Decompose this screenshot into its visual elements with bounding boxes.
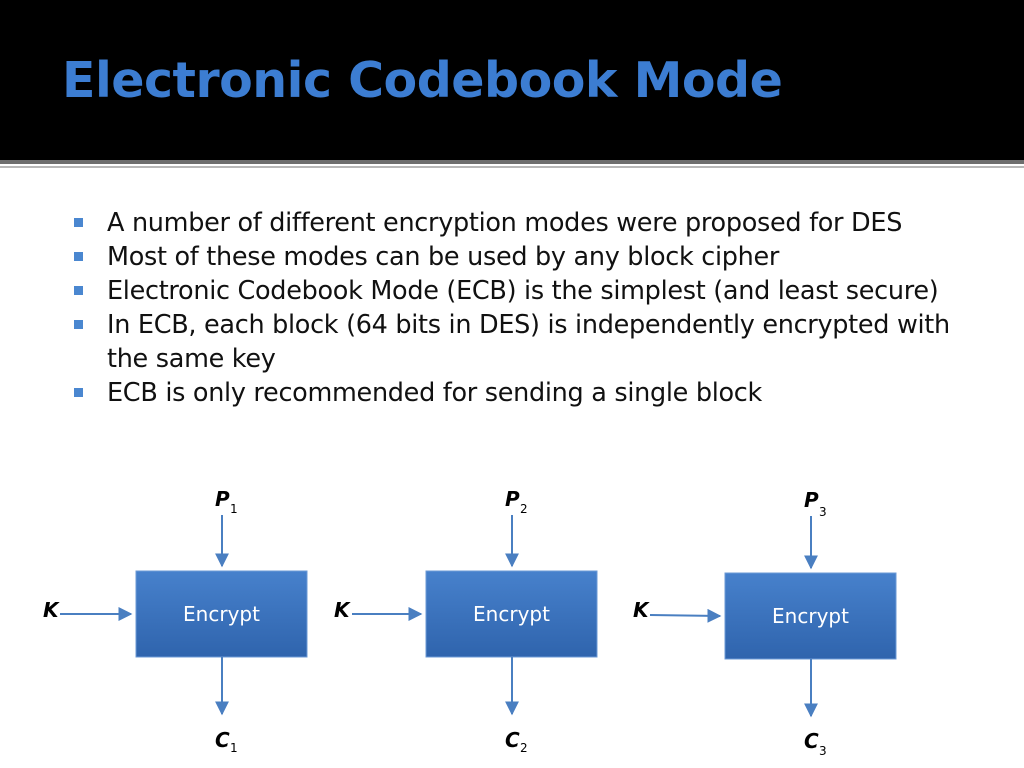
ciphertext-label: C xyxy=(505,728,520,752)
bullet-list: A number of different encryption modes w… xyxy=(72,206,992,410)
key-label: K xyxy=(633,598,650,622)
ciphertext-label: C xyxy=(804,729,819,753)
plaintext-label: P xyxy=(215,487,230,511)
bullet-item: ECB is only recommended for sending a si… xyxy=(72,376,992,410)
encrypt-block-3: Encrypt P 3 K C 3 xyxy=(633,488,897,758)
plaintext-label: P xyxy=(505,487,520,511)
bullet-text: Electronic Codebook Mode (ECB) is the si… xyxy=(107,276,939,306)
plaintext-subscript: 3 xyxy=(819,505,827,519)
encrypt-block-2: Encrypt P 2 K C 2 xyxy=(334,487,598,755)
square-bullet-icon xyxy=(74,320,83,329)
bullet-text: A number of different encryption modes w… xyxy=(107,208,903,238)
encrypt-block-1: Encrypt P 1 K C 1 xyxy=(43,487,308,755)
square-bullet-icon xyxy=(74,388,83,397)
title-bar: Electronic Codebook Mode xyxy=(0,0,1024,160)
plaintext-subscript: 1 xyxy=(230,502,238,516)
bullet-item: A number of different encryption modes w… xyxy=(72,206,992,240)
encrypt-box xyxy=(724,572,897,660)
bullet-text: Most of these modes can be used by any b… xyxy=(107,242,780,272)
title-divider-thin xyxy=(0,166,1024,168)
bullet-item: Most of these modes can be used by any b… xyxy=(72,240,992,274)
square-bullet-icon xyxy=(74,218,83,227)
bullet-item: In ECB, each block (64 bits in DES) is i… xyxy=(72,308,992,376)
bullet-text: ECB is only recommended for sending a si… xyxy=(107,378,762,408)
plaintext-label: P xyxy=(804,488,819,512)
encrypt-label: Encrypt xyxy=(183,602,260,626)
key-arrow xyxy=(649,608,722,623)
key-label: K xyxy=(334,598,351,622)
bullet-text: In ECB, each block (64 bits in DES) is i… xyxy=(107,310,950,374)
square-bullet-icon xyxy=(74,286,83,295)
title-divider xyxy=(0,160,1024,164)
ciphertext-label: C xyxy=(215,728,230,752)
encrypt-label: Encrypt xyxy=(473,602,550,626)
ciphertext-subscript: 3 xyxy=(819,744,827,758)
ciphertext-subscript: 2 xyxy=(520,741,528,755)
slide-title: Electronic Codebook Mode xyxy=(62,52,783,109)
plaintext-subscript: 2 xyxy=(520,502,528,516)
key-label: K xyxy=(43,598,60,622)
ciphertext-subscript: 1 xyxy=(230,741,238,755)
encrypt-label: Encrypt xyxy=(772,604,849,628)
bullet-item: Electronic Codebook Mode (ECB) is the si… xyxy=(72,274,992,308)
square-bullet-icon xyxy=(74,252,83,261)
